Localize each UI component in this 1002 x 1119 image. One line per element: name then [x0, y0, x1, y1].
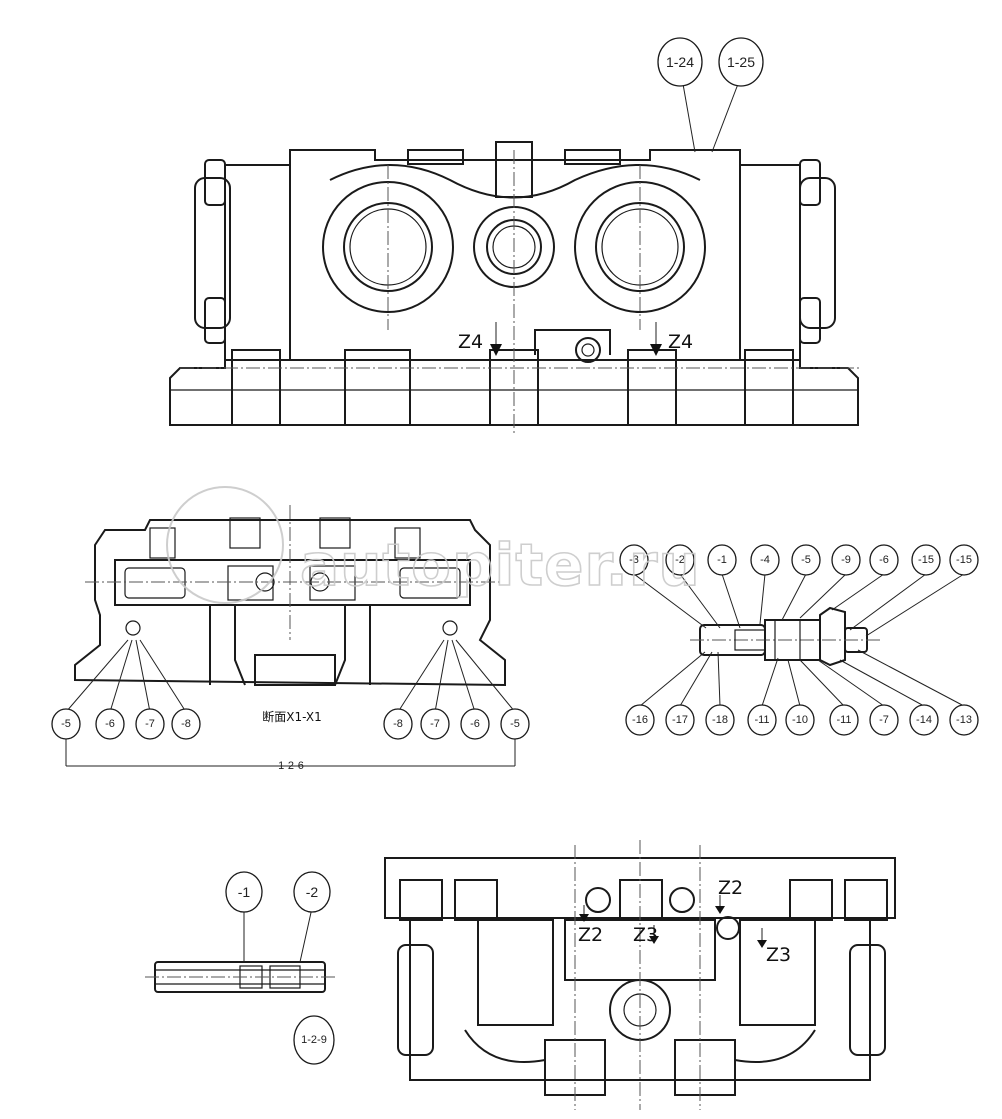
svg-text:-6: -6	[470, 718, 480, 730]
section-group-callout: 1-2-6	[278, 760, 304, 772]
svg-text:-5: -5	[61, 718, 71, 730]
svg-text:-8: -8	[393, 718, 403, 730]
svg-text:-1: -1	[717, 554, 727, 566]
valve-top-callout-1: -3	[619, 544, 649, 576]
svg-text:-2: -2	[675, 554, 685, 566]
svg-text:-11: -11	[754, 714, 769, 726]
svg-text:-7: -7	[145, 718, 155, 730]
valve-top-callout-7: -6	[869, 544, 899, 576]
svg-text:-5: -5	[801, 554, 811, 566]
svg-text:-5: -5	[510, 718, 520, 730]
zone-label-z4-right: Z4	[668, 331, 693, 353]
svg-text:-3: -3	[629, 554, 639, 566]
valve-bottom-callout-5: -10	[785, 704, 815, 736]
svg-text:-2: -2	[306, 884, 319, 900]
svg-text:-7: -7	[430, 718, 440, 730]
section-callout-left-6: -6	[95, 708, 125, 740]
top-callout-1-25: 1-25	[718, 37, 764, 87]
valve-detail-drawing	[690, 606, 880, 667]
valve-bottom-callout-2: -17	[665, 704, 695, 736]
svg-text:-4: -4	[760, 554, 770, 566]
section-callout-right-7: -7	[420, 708, 450, 740]
svg-text:-6: -6	[879, 554, 889, 566]
svg-text:-7: -7	[879, 714, 889, 726]
valve-detail-leaders	[633, 573, 965, 707]
zone-label-z2-left: Z2	[578, 924, 603, 946]
zone-label-z2-right: Z2	[718, 877, 743, 899]
zone-label-z4-left: Z4	[458, 331, 483, 353]
section-callout-right-8: -8	[383, 708, 413, 740]
valve-bottom-callout-3: -18	[705, 704, 735, 736]
section-callout-left-7: -7	[135, 708, 165, 740]
valve-top-callout-6: -9	[831, 544, 861, 576]
zone-label-z3-left: Z3	[633, 924, 658, 946]
valve-top-callout-9: -15	[949, 544, 979, 576]
valve-bottom-callout-7: -7	[869, 704, 899, 736]
svg-text:-18: -18	[712, 714, 728, 726]
valve-top-callout-8: -15	[911, 544, 941, 576]
spool-detail-drawing	[145, 907, 335, 993]
svg-text:-16: -16	[632, 714, 648, 726]
svg-text:-10: -10	[792, 714, 808, 726]
valve-bottom-callout-8: -14	[909, 704, 939, 736]
spool-group-callout: 1-2-9	[293, 1015, 335, 1065]
section-leaders	[65, 639, 516, 767]
svg-text:-13: -13	[956, 714, 972, 726]
section-callout-right-6: -6	[460, 708, 490, 740]
svg-text:-17: -17	[672, 714, 688, 726]
svg-text:-9: -9	[841, 554, 851, 566]
svg-text:1-2-9: 1-2-9	[301, 1034, 327, 1046]
section-callout-left-8: -8	[171, 708, 201, 740]
svg-text:-15: -15	[956, 554, 972, 566]
valve-top-callout-4: -4	[750, 544, 780, 576]
valve-bottom-callout-9: -13	[949, 704, 979, 736]
top-view-drawing	[169, 83, 860, 435]
spool-callout-1: -1	[225, 871, 263, 913]
valve-bottom-callout-6: -11	[829, 704, 859, 736]
svg-text:-11: -11	[836, 714, 851, 726]
section-caption: 断面X1-X1	[262, 709, 321, 724]
bottom-view-drawing	[384, 840, 896, 1110]
section-callout-right-5: -5	[500, 708, 530, 740]
valve-top-callout-5: -5	[791, 544, 821, 576]
valve-bottom-callout-1: -16	[625, 704, 655, 736]
spool-callout-2: -2	[293, 871, 331, 913]
svg-text:-6: -6	[105, 718, 115, 730]
callout-label: 1-25	[727, 54, 755, 70]
zone-label-z3-right: Z3	[766, 944, 791, 966]
svg-text:-1: -1	[238, 884, 251, 900]
valve-top-callout-2: -2	[665, 544, 695, 576]
top-callout-1-24: 1-24	[657, 37, 703, 87]
valve-top-callout-3: -1	[707, 544, 737, 576]
watermark-text: autopiter.ru	[300, 531, 701, 599]
svg-text:-14: -14	[916, 714, 932, 726]
svg-text:-15: -15	[918, 554, 934, 566]
section-view-drawing	[74, 505, 506, 687]
callout-label: 1-24	[666, 54, 694, 70]
valve-bottom-callout-4: -11	[747, 704, 777, 736]
watermark: autopiter.ru	[166, 486, 701, 604]
svg-text:-8: -8	[181, 718, 191, 730]
section-callout-left-5: -5	[51, 708, 81, 740]
